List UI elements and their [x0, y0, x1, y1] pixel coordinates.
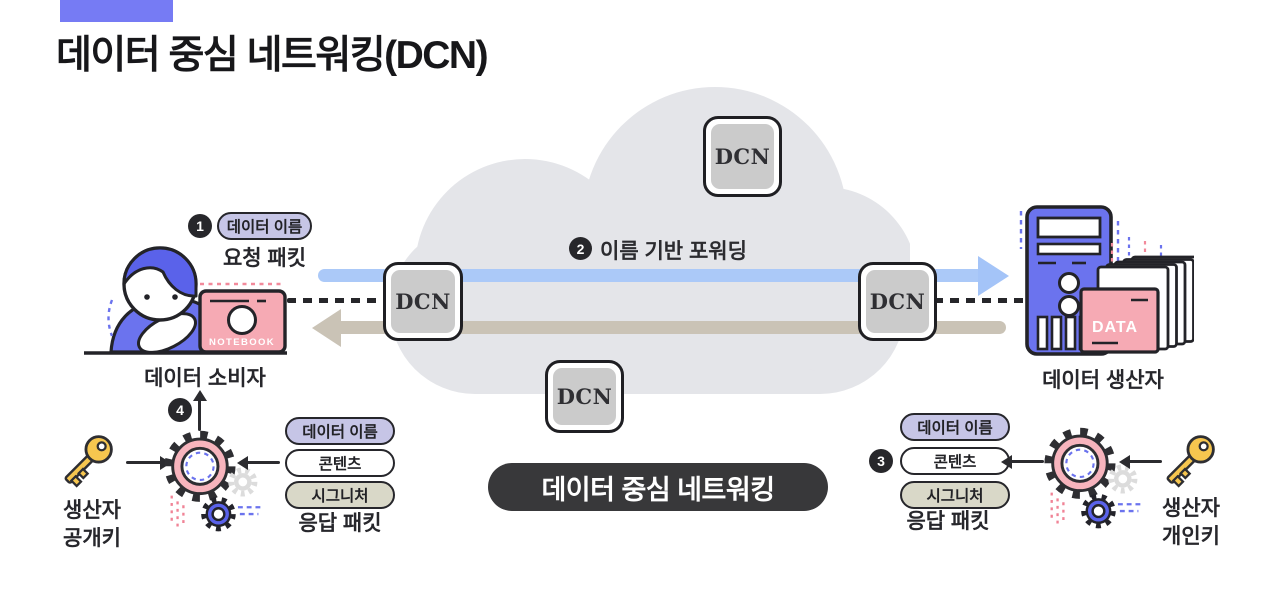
dcn-node-label: DCN [391, 270, 455, 333]
step-4-badge: 4 [168, 398, 192, 422]
dcn-node-left: DCN [383, 262, 463, 341]
request-packet-label: 요청 패킷 [222, 247, 307, 270]
key-to-gear-arrow [126, 461, 162, 464]
data-consumer-illustration: NOTEBOOK [84, 246, 287, 355]
response-packet-label: 응답 패킷 [906, 510, 990, 533]
data-producer-illustration: DATA [1019, 205, 1194, 356]
response-field-content-badge: 콘텐츠 [900, 447, 1010, 475]
forwarding-label: 이름 기반 포워딩 [600, 240, 747, 263]
consumer-name: 데이터 소비자 [144, 367, 266, 390]
center-banner: 데이터 중심 네트워킹 [488, 463, 828, 511]
step-1-badge: 1 [188, 214, 212, 238]
data-card-label: DATA [1092, 319, 1138, 336]
request-arrow-head-icon [978, 256, 1009, 296]
private-key-icon [1166, 435, 1215, 488]
request-field-badge: 데이터 이름 [217, 212, 312, 240]
verify-up-arrow-head-icon [193, 390, 207, 401]
producer-name: 데이터 생산자 [1042, 369, 1164, 392]
dcn-node-right: DCN [858, 262, 937, 341]
laptop-logo-icon [227, 305, 257, 335]
dcn-node-top: DCN [703, 116, 782, 197]
dcn-node-label: DCN [553, 368, 616, 425]
key-to-gear-arrow [1128, 460, 1162, 463]
public-key-label: 생산자 공개키 [63, 499, 121, 550]
gear-to-fields-arrow [1010, 460, 1044, 463]
laptop-label: NOTEBOOK [209, 337, 275, 348]
page-title: 데이터 중심 네트워킹(DCN) [56, 34, 489, 77]
verify-up-arrow [198, 398, 201, 431]
dcn-node-bottom: DCN [545, 360, 624, 433]
person-hair [122, 246, 198, 298]
response-field-name-badge: 데이터 이름 [285, 417, 395, 445]
verify-gears-icon [164, 430, 265, 532]
step-3-badge: 3 [869, 449, 893, 473]
sign-gears-icon [1044, 427, 1145, 529]
title-accent-bar [60, 0, 173, 22]
dcn-node-label: DCN [711, 124, 774, 189]
response-field-name-badge: 데이터 이름 [900, 413, 1010, 441]
response-arrow-head-icon [312, 309, 341, 347]
dcn-node-label: DCN [866, 270, 929, 333]
private-key-label: 생산자 개인키 [1162, 497, 1220, 548]
response-field-signature-badge: 시그니처 [900, 481, 1010, 509]
fields-to-gear-arrow-head-icon [237, 456, 248, 470]
consumer-link-dashed-line [287, 298, 386, 303]
data-card [1079, 287, 1160, 354]
step-2-badge: 2 [569, 237, 592, 260]
response-arrow [340, 321, 1006, 334]
request-arrow [318, 269, 980, 282]
gear-to-fields-arrow-head-icon [1001, 455, 1012, 469]
public-key-icon [64, 435, 113, 488]
response-field-content-badge: 콘텐츠 [285, 449, 395, 477]
response-field-signature-badge: 시그니처 [285, 481, 395, 509]
fields-to-gear-arrow [246, 461, 280, 464]
producer-link-dashed-line [934, 298, 1030, 303]
response-packet-label: 응답 패킷 [298, 512, 382, 535]
key-to-gear-arrow-head-icon [1119, 455, 1130, 469]
